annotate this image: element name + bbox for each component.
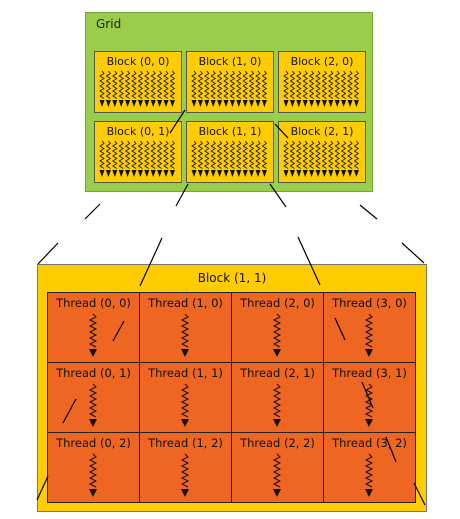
thread-label: Thread (2, 0) [240,296,315,310]
thread-arrow-icon [364,383,374,427]
thread-squiggles-icon [191,70,268,107]
thread-3-1: Thread (3, 1) [323,362,416,433]
thread-label: Thread (3, 0) [332,296,407,310]
thread-arrow-icon [180,453,190,497]
thread-label: Thread (2, 1) [240,366,315,380]
block-label: Block (1, 0) [198,55,262,68]
thread-arrow-icon [180,313,190,357]
thread-arrow-icon [88,383,98,427]
projection-line-right-a [359,204,378,220]
thread-2-0: Thread (2, 0) [231,292,324,363]
projection-line-right-b [401,242,425,264]
thread-1-0: Thread (1, 0) [139,292,232,363]
block-0-0: Block (0, 0) [94,51,182,113]
block-1-0: Block (1, 0) [186,51,274,113]
projection-line-left-b [37,242,59,265]
thread-label: Thread (0, 2) [56,436,131,450]
thread-0-1: Thread (0, 1) [47,362,140,433]
block-label: Block (1, 1) [198,125,262,138]
block-label: Block (2, 1) [290,125,354,138]
thread-arrow-icon [88,453,98,497]
grid-panel: Grid Block (0, 0) Block (1, 0) Block (2,… [85,12,373,192]
thread-label: Thread (3, 2) [332,436,407,450]
projection-line-left-a [84,203,101,220]
thread-0-0: Thread (0, 0) [47,292,140,363]
thread-squiggles-icon [99,70,176,107]
block-1-1: Block (1, 1) [186,121,274,183]
thread-label: Thread (2, 2) [240,436,315,450]
thread-arrow-icon [272,453,282,497]
thread-2-2: Thread (2, 2) [231,432,324,503]
thread-1-1: Thread (1, 1) [139,362,232,433]
block-label: Block (0, 0) [106,55,170,68]
thread-squiggles-icon [99,140,176,177]
block-detail-panel: Block (1, 1) Thread (0, 0) Thread (1, 0)… [37,264,427,512]
thread-1-2: Thread (1, 2) [139,432,232,503]
block-2-1: Block (2, 1) [278,121,366,183]
thread-arrow-icon [364,313,374,357]
thread-grid: Thread (0, 0) Thread (1, 0) Thread (2, 0… [47,292,416,503]
block-0-1: Block (0, 1) [94,121,182,183]
thread-arrow-icon [180,383,190,427]
thread-arrow-icon [88,313,98,357]
thread-label: Thread (0, 0) [56,296,131,310]
block-detail-title: Block (1, 1) [197,271,267,285]
thread-3-2: Thread (3, 2) [323,432,416,503]
grid-title: Grid [96,17,122,31]
thread-squiggles-icon [191,140,268,177]
thread-2-1: Thread (2, 1) [231,362,324,433]
thread-squiggles-icon [283,70,360,107]
thread-0-2: Thread (0, 2) [47,432,140,503]
thread-arrow-icon [272,383,282,427]
block-label: Block (0, 1) [106,125,170,138]
thread-3-0: Thread (3, 0) [323,292,416,363]
block-2-0: Block (2, 0) [278,51,366,113]
thread-label: Thread (1, 1) [148,366,223,380]
block-label: Block (2, 0) [290,55,354,68]
thread-arrow-icon [272,313,282,357]
thread-label: Thread (1, 0) [148,296,223,310]
thread-arrow-icon [364,453,374,497]
thread-label: Thread (3, 1) [332,366,407,380]
thread-squiggles-icon [283,140,360,177]
thread-label: Thread (1, 2) [148,436,223,450]
thread-label: Thread (0, 1) [56,366,131,380]
